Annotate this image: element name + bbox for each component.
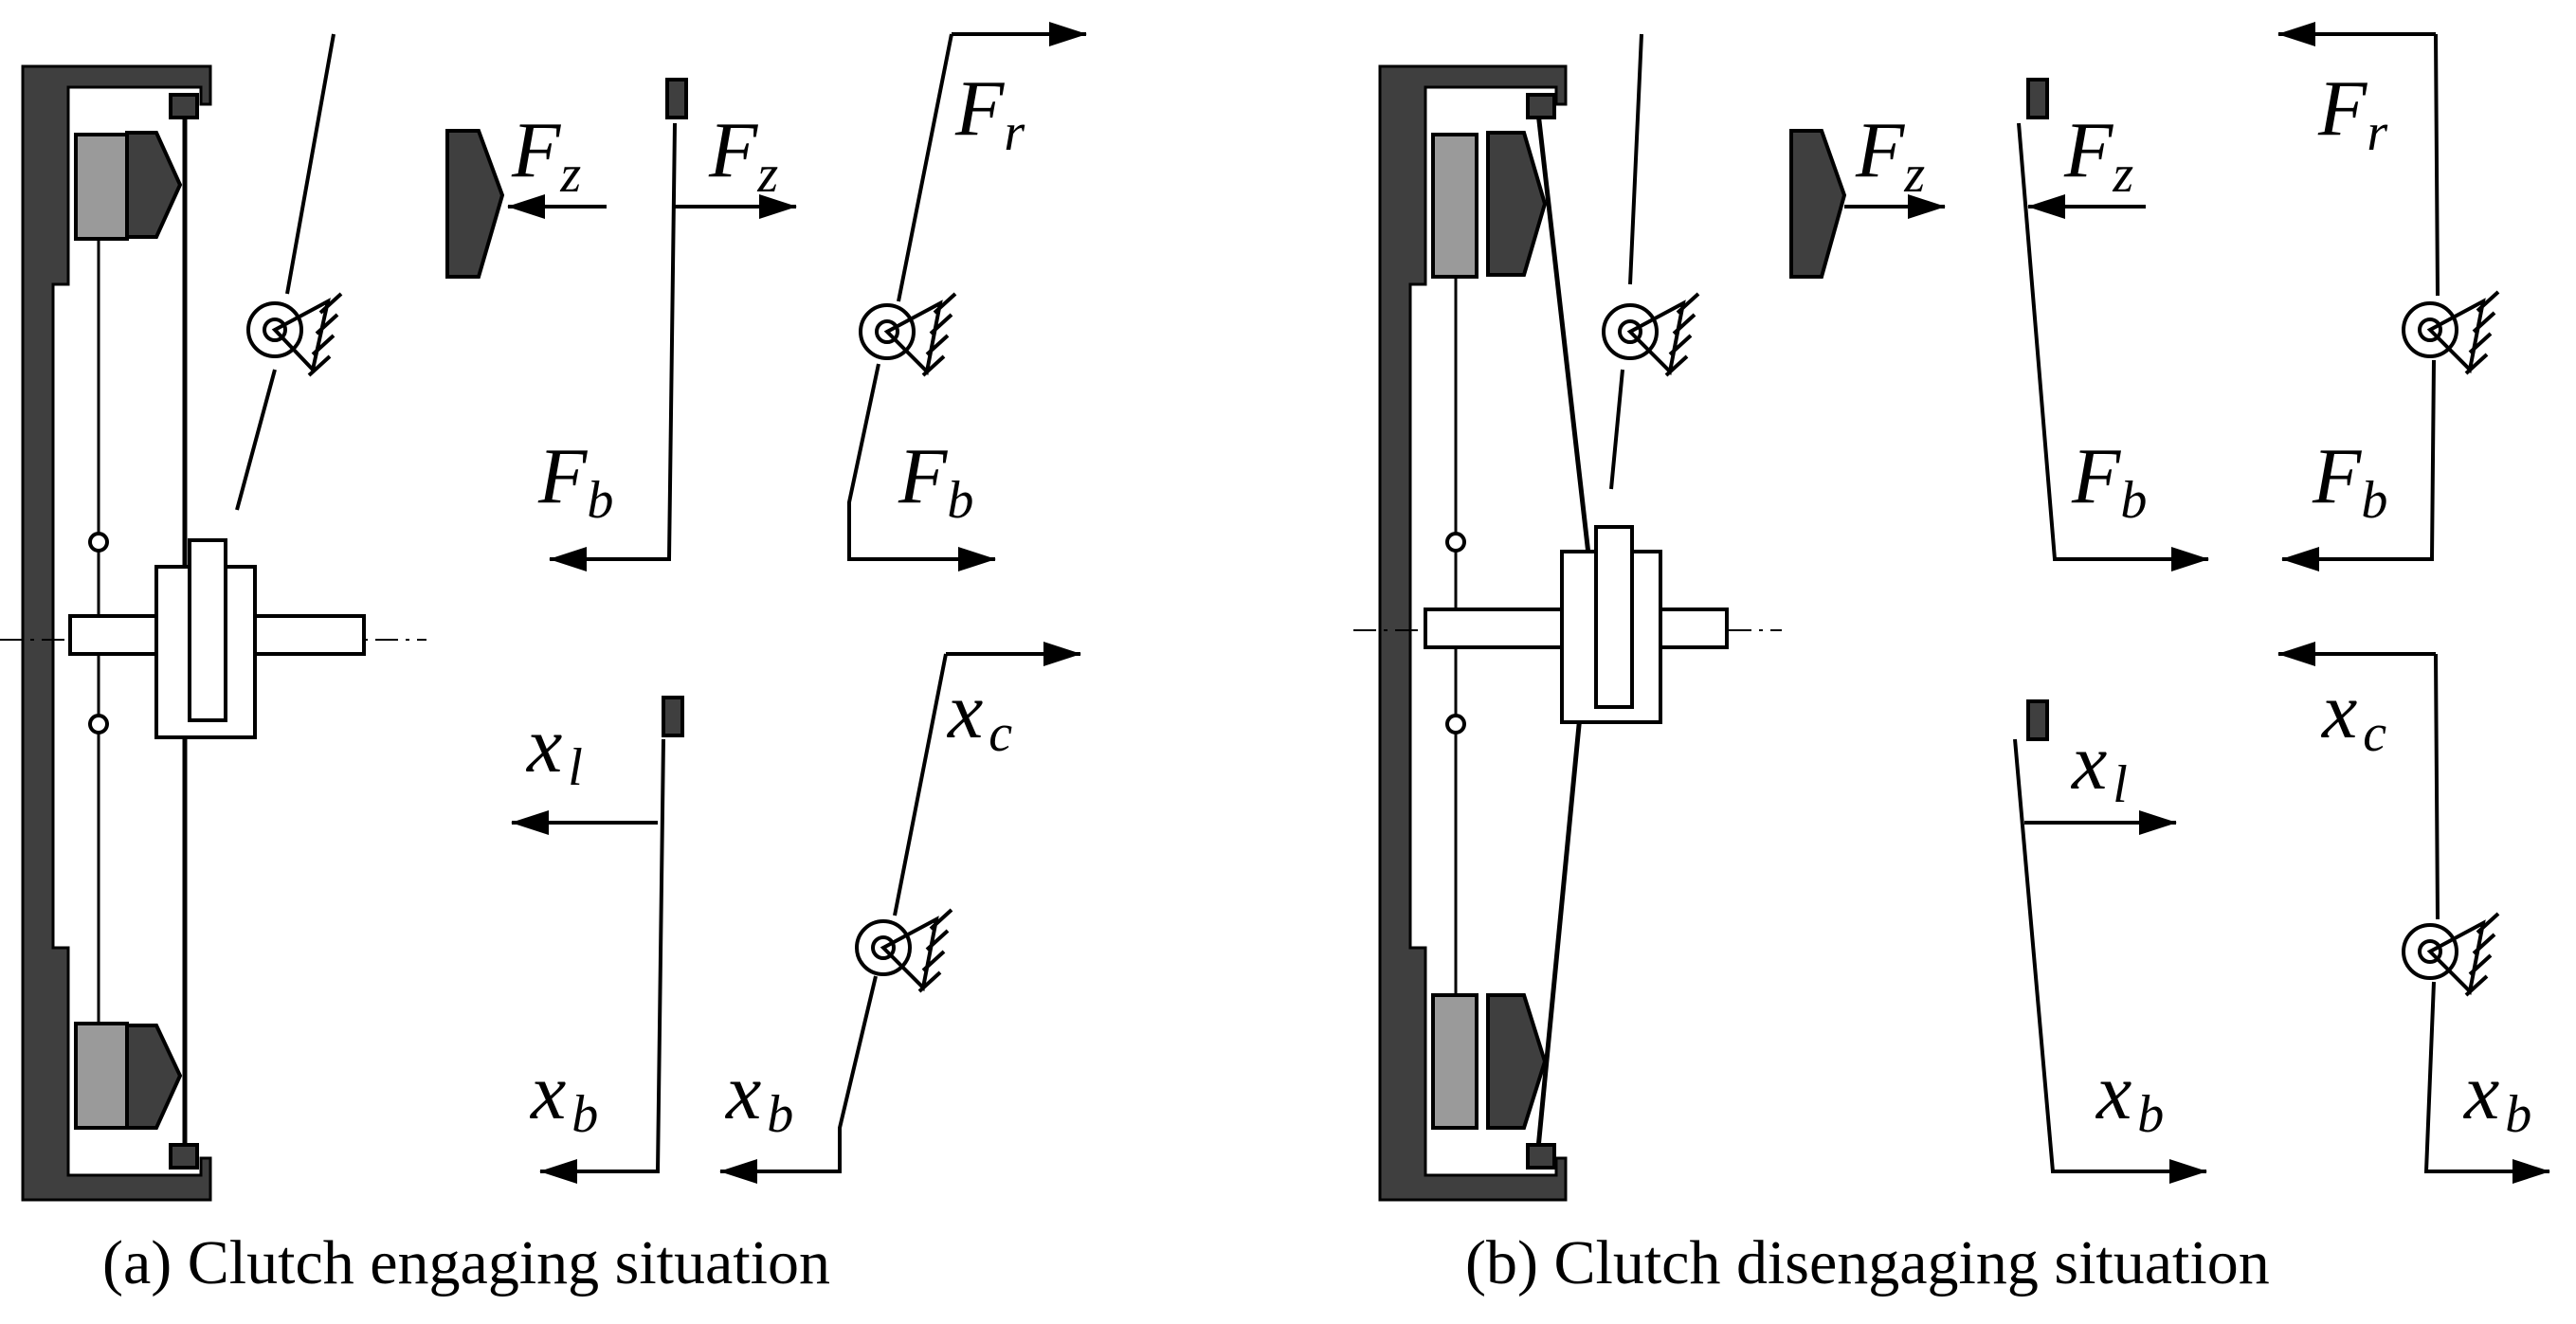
hub-rivet-top-a xyxy=(88,532,109,553)
ground-force-b xyxy=(2426,290,2500,375)
release-pad-b xyxy=(1789,129,1847,279)
release-lever-b xyxy=(1609,33,1643,490)
release-pad-a xyxy=(445,129,505,279)
hub-rivet-bottom-a xyxy=(88,714,109,735)
ground-disp-b xyxy=(2426,912,2500,997)
pressure-plate-top-a xyxy=(125,131,183,239)
release-fbd-disp-b xyxy=(2013,699,2207,1184)
pressure-plate-bottom-a xyxy=(125,1024,183,1130)
clutch-assembly-a xyxy=(0,33,426,1202)
label-fb-release-a: Fb xyxy=(537,432,613,530)
lever-force-body-a xyxy=(847,33,995,559)
lever-fbd-disp-b xyxy=(2277,642,2549,1171)
release-pin-disp-b xyxy=(2026,699,2049,741)
release-bearing-inner-a xyxy=(188,538,227,722)
label-fz-lever-a: Fz xyxy=(708,106,778,204)
release-pin-b xyxy=(2026,78,2049,119)
release-pin-a xyxy=(665,78,688,119)
release-link-force-b xyxy=(2017,122,2209,571)
release-lever-a xyxy=(235,33,336,511)
lever-disp-body-a xyxy=(720,653,948,1171)
housing-b xyxy=(1378,64,1568,1202)
hub-rivet-top-b xyxy=(1445,532,1466,553)
label-fb-lever-b: Fb xyxy=(2312,432,2387,530)
friction-pad-bottom-b xyxy=(1431,993,1478,1130)
ground-symbol-a xyxy=(271,292,343,377)
friction-pad-bottom-a xyxy=(74,1022,129,1130)
label-fb-release-b: Fb xyxy=(2071,432,2147,530)
release-link-disp-a xyxy=(539,738,665,1184)
lever-disp-body-b xyxy=(2423,653,2549,1171)
label-fz-release-b: Fz xyxy=(1855,106,1925,204)
hub-rivet-bottom-b xyxy=(1445,714,1466,735)
ground-force-a xyxy=(883,292,957,377)
release-bearing-inner-b xyxy=(1594,525,1634,709)
release-link-force-a xyxy=(549,122,677,571)
label-fb-lever-a: Fb xyxy=(898,432,973,530)
lever-fbd-disp-a xyxy=(720,642,1081,1171)
lever-fbd-force-a xyxy=(847,22,1087,559)
label-fr-a: Fr xyxy=(954,64,1025,162)
caption-panel-a: (a) Clutch engaging situation xyxy=(102,1228,830,1297)
label-fz-lever-b: Fz xyxy=(2063,106,2133,204)
release-link-disp-b xyxy=(2013,738,2207,1184)
pressure-plate-top-b xyxy=(1486,131,1548,277)
release-fbd-force-a xyxy=(445,78,797,571)
housing-a xyxy=(21,64,212,1202)
pressure-plate-bottom-b xyxy=(1486,993,1548,1130)
friction-pad-top-b xyxy=(1431,133,1478,279)
pivot-pin-top-a xyxy=(169,93,199,119)
friction-pad-top-a xyxy=(74,133,129,241)
pivot-pin-bottom-b xyxy=(1526,1143,1556,1170)
lever-fbd-force-b xyxy=(2278,21,2500,559)
pivot-pin-bottom-a xyxy=(169,1143,199,1170)
release-fbd-disp-a xyxy=(511,696,684,1184)
label-fr-b: Fr xyxy=(2317,64,2387,162)
release-fbd-force-b xyxy=(1789,78,2209,571)
caption-panel-b: (b) Clutch disengaging situation xyxy=(1465,1228,2270,1297)
lever-force-body-b xyxy=(2282,33,2440,559)
clutch-assembly-b xyxy=(1353,33,1782,1202)
ground-symbol-b xyxy=(1626,292,1700,377)
ground-disp-a xyxy=(880,908,953,993)
label-fz-release-a: Fz xyxy=(511,106,581,204)
release-pin-disp-a xyxy=(662,696,684,737)
pivot-pin-top-b xyxy=(1526,93,1556,119)
